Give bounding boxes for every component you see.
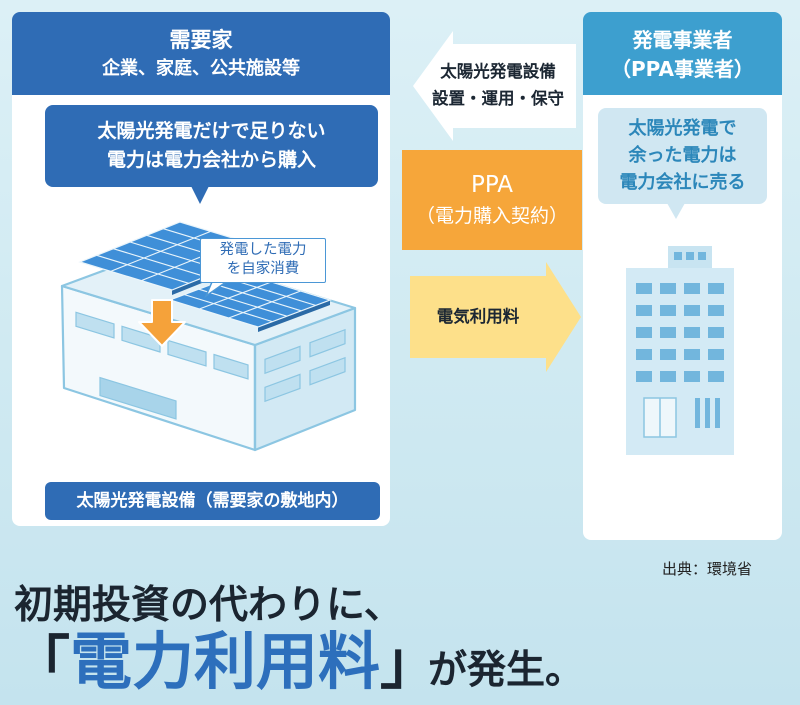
provider-bubble-line-3: 電力会社に売る (619, 172, 746, 193)
demand-side-title: 需要家 (169, 27, 233, 52)
headline-suffix: が発生。 (428, 648, 585, 693)
solar-cell-line (96, 254, 189, 284)
demand-side-subtitle: 企業、家庭、公共施設等 (102, 57, 300, 79)
source-credit: 出典：環境省 (662, 560, 753, 578)
callout-line-2: を自家消費 (226, 261, 300, 277)
office-window (708, 327, 724, 338)
demand-bubble-line-2: 電力は電力会社から購入 (106, 149, 316, 171)
rooftop-window (674, 252, 682, 260)
bubble-tail (191, 186, 209, 204)
building-window (121, 325, 161, 353)
office-window (684, 349, 700, 360)
solar-cell-line (184, 294, 273, 323)
solar-cell-line (199, 281, 272, 310)
building-window (75, 311, 115, 339)
entrance-slat (695, 398, 700, 428)
demand-speech-bubble: 太陽光発電だけで足りない 電力は電力会社から購入 (45, 105, 378, 204)
office-window (660, 305, 676, 316)
contract-subtitle: （電力購入契約） (415, 205, 568, 227)
rooftop-window (698, 252, 706, 260)
office-window (636, 283, 652, 294)
ppa-contract-box: PPA （電力購入契約） (402, 150, 582, 250)
office-window (684, 283, 700, 294)
headline-emphasis: 電力利用料 (70, 625, 381, 698)
solar-cell-line (198, 288, 287, 317)
entrance-slat (715, 398, 720, 428)
office-window (660, 283, 676, 294)
solar-cell-line (213, 283, 302, 312)
office-building-illustration (626, 246, 734, 455)
callout-line-1: 発電した電力 (219, 242, 307, 258)
demand-bubble-line-1: 太陽光発電だけで足りない (97, 120, 326, 142)
tower-window-grid (636, 283, 724, 382)
service-label-line-2: 設置・運用・保守 (432, 89, 564, 108)
solar-cell-line (113, 248, 206, 278)
facility-label: 太陽光発電設備（需要家の敷地内） (45, 482, 380, 520)
ppa-provider-title: 発電事業者 (632, 27, 733, 52)
ppa-provider-header: 発電事業者 （PPA事業者） (583, 12, 782, 95)
provider-bubble-line-2: 余った電力は (628, 145, 737, 166)
headline-bracket-open: 「 (12, 629, 71, 697)
office-window (684, 305, 700, 316)
office-window (660, 327, 676, 338)
payment-flow-arrow (410, 262, 581, 372)
office-window (660, 349, 676, 360)
contract-title: PPA (470, 172, 513, 198)
office-window (660, 371, 676, 382)
office-window (708, 371, 724, 382)
headline-bracket-close: 」 (380, 629, 439, 697)
headline-line-1: 初期投資の代わりに、 (14, 583, 403, 628)
headline-line-2: 「電力利用料」が発生。 (12, 626, 584, 698)
office-window (708, 349, 724, 360)
office-window (708, 283, 724, 294)
ppa-provider-subtitle: （PPA事業者） (611, 56, 754, 81)
payment-flow-label: 電気利用料 (436, 307, 520, 326)
building-window (264, 345, 301, 375)
building-shutter-door (99, 376, 177, 420)
service-flow-label: 太陽光発電設備 設置・運用・保守 (420, 58, 576, 112)
office-window (684, 327, 700, 338)
solar-cell-line (110, 230, 211, 272)
service-flow-arrow (413, 31, 576, 141)
office-window (636, 327, 652, 338)
service-label-line-1: 太陽光発電設備 (440, 62, 556, 81)
demand-side-header: 需要家 企業、家庭、公共施設等 (12, 12, 390, 95)
building-window (213, 353, 249, 380)
building-window (167, 339, 207, 367)
entrance-slat (705, 398, 710, 428)
office-window (636, 349, 652, 360)
office-window (684, 371, 700, 382)
self-consumption-callout: 発電した電力 を自家消費 (200, 238, 326, 283)
provider-speech-bubble: 太陽光発電で 余った電力は 電力会社に売る (598, 108, 767, 219)
solar-roof-building-illustration (60, 221, 357, 452)
solar-cell-line (228, 290, 301, 319)
provider-bubble-line-1: 太陽光発電で (628, 118, 737, 139)
solar-panel-frame (258, 300, 330, 332)
building-window (309, 328, 346, 358)
bubble-tail (667, 203, 685, 219)
office-window (708, 305, 724, 316)
demand-side-panel: 需要家 企業、家庭、公共施設等 (12, 12, 390, 526)
building-window (309, 356, 346, 386)
office-window (636, 305, 652, 316)
office-window (636, 371, 652, 382)
rooftop-window (686, 252, 694, 260)
self-consumption-arrow (138, 299, 186, 347)
building-window (264, 373, 301, 403)
